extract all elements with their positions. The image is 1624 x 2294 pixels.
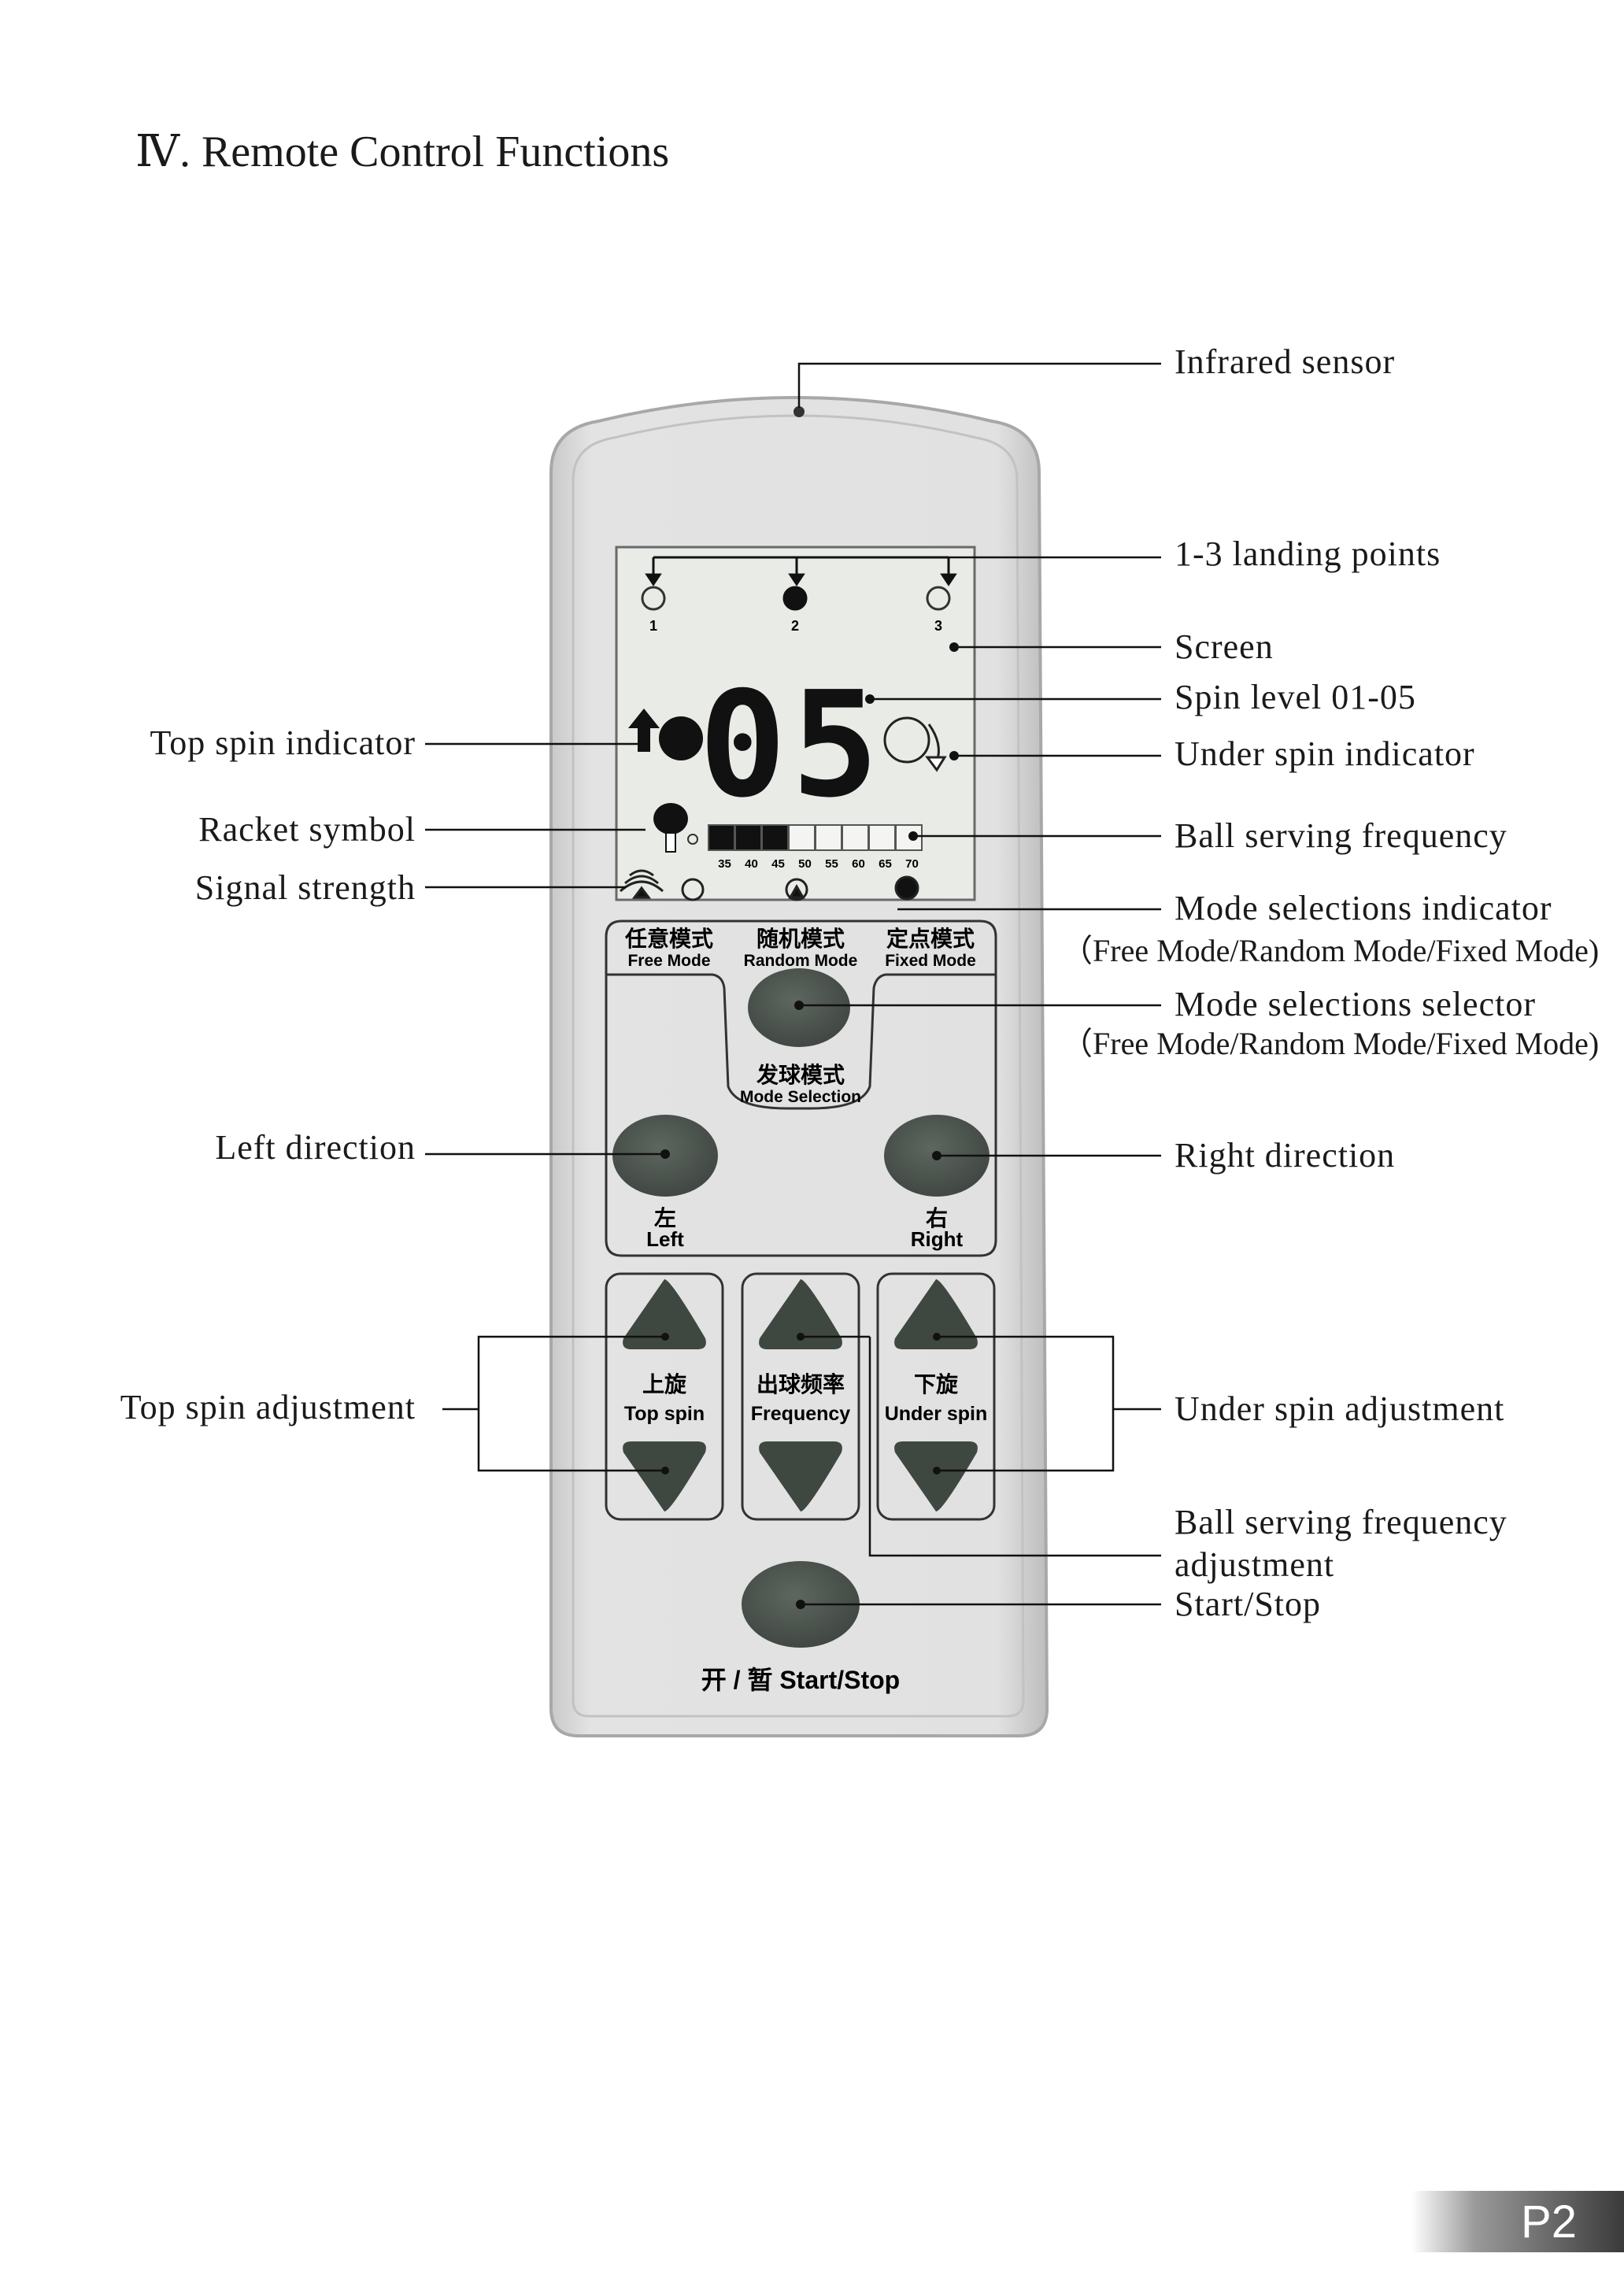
top-spin-cn: 上旋 xyxy=(642,1372,686,1397)
frequency-tick-label: 40 xyxy=(745,857,758,871)
top-spin-up-button[interactable] xyxy=(623,1279,706,1349)
frequency-cn: 出球频率 xyxy=(757,1371,845,1397)
under-spin-indicator-icon xyxy=(883,716,947,772)
mode-free-en: Free Mode xyxy=(627,952,710,970)
callout-mode-selector: Mode selections selector xyxy=(1175,985,1536,1023)
under-spin-up-button[interactable] xyxy=(894,1279,978,1349)
start-stop-label: 开 / 暂 Start/Stop xyxy=(701,1666,900,1694)
frequency-tick-label: 45 xyxy=(771,857,785,871)
frequency-segment xyxy=(868,824,896,851)
callout-spin-level: Spin level 01-05 xyxy=(1175,678,1416,716)
callout-mode-selector-sub: （Free Mode/Random Mode/Fixed Mode) xyxy=(1061,1026,1600,1061)
mode-fixed-cn: 定点模式 xyxy=(886,926,975,951)
under-spin-down-button[interactable] xyxy=(894,1441,978,1511)
callout-frequency-adjustment-line1: Ball serving frequency xyxy=(1175,1503,1507,1541)
spin-level-digits: 05 xyxy=(699,660,884,830)
left-en: Left xyxy=(646,1227,684,1251)
mode-selection-en: Mode Selection xyxy=(740,1088,861,1106)
mode-free-cn: 任意模式 xyxy=(624,926,713,951)
frequency-tick-label: 70 xyxy=(905,857,919,871)
landing-point-1: 1 xyxy=(649,618,657,634)
frequency-tick-label: 65 xyxy=(879,857,892,871)
callout-left-direction: Left direction xyxy=(215,1128,416,1167)
callout-under-spin-adjustment: Under spin adjustment xyxy=(1175,1389,1505,1428)
callout-screen: Screen xyxy=(1175,627,1274,666)
frequency-segment xyxy=(761,824,789,851)
mode-fixed-en: Fixed Mode xyxy=(885,952,976,970)
right-en: Right xyxy=(911,1227,964,1251)
top-spin-down-button[interactable] xyxy=(623,1441,706,1511)
callout-ball-serving-frequency: Ball serving frequency xyxy=(1175,816,1507,855)
page-title: Ⅳ. Remote Control Functions xyxy=(135,128,670,176)
callout-landing-points: 1-3 landing points xyxy=(1175,535,1441,573)
frequency-tick-label: 60 xyxy=(852,857,865,871)
callout-infrared-sensor: Infrared sensor xyxy=(1175,342,1396,381)
callout-under-spin-indicator: Under spin indicator xyxy=(1175,734,1475,773)
frequency-segment xyxy=(788,824,816,851)
under-spin-cn: 下旋 xyxy=(914,1372,958,1397)
top-spin-en: Top spin xyxy=(624,1403,705,1425)
page-number: P2 xyxy=(1521,2196,1577,2248)
mode-indicator-icons xyxy=(681,875,919,901)
landing-point-3: 3 xyxy=(934,618,942,634)
frequency-segment xyxy=(734,824,762,851)
mode-random-en: Random Mode xyxy=(744,952,858,970)
callout-signal-strength: Signal strength xyxy=(194,868,416,907)
racket-icon xyxy=(653,803,698,853)
right-cn: 右 xyxy=(926,1206,948,1230)
callout-frequency-adjustment-line2: adjustment xyxy=(1175,1545,1335,1584)
callout-mode-indicator-sub: （Free Mode/Random Mode/Fixed Mode) xyxy=(1061,933,1600,968)
callout-right-direction: Right direction xyxy=(1175,1136,1396,1175)
frequency-tick-label: 55 xyxy=(825,857,838,871)
frequency-segment xyxy=(708,824,735,851)
frequency-en: Frequency xyxy=(751,1403,851,1425)
top-spin-indicator-icon xyxy=(628,709,703,760)
under-spin-en: Under spin xyxy=(885,1403,988,1425)
callout-racket-symbol: Racket symbol xyxy=(198,810,416,849)
left-cn: 左 xyxy=(654,1206,676,1230)
frequency-up-button[interactable] xyxy=(759,1279,842,1349)
frequency-segment xyxy=(815,824,842,851)
frequency-bar: 35 40 45 50 55 60 65 70 xyxy=(708,824,923,871)
callout-mode-indicator: Mode selections indicator xyxy=(1175,889,1552,927)
frequency-tick-label: 50 xyxy=(798,857,812,871)
callout-start-stop: Start/Stop xyxy=(1175,1585,1322,1623)
mode-random-cn: 随机模式 xyxy=(757,927,845,951)
frequency-segment xyxy=(842,824,869,851)
infrared-sensor xyxy=(794,406,805,417)
frequency-down-button[interactable] xyxy=(759,1441,842,1511)
mode-selection-cn: 发球模式 xyxy=(756,1062,845,1087)
callout-top-spin-adjustment: Top spin adjustment xyxy=(120,1388,416,1426)
page-number-badge: P2 xyxy=(1411,2191,1624,2252)
callout-top-spin-indicator: Top spin indicator xyxy=(150,723,416,762)
frequency-tick-label: 35 xyxy=(718,857,731,871)
landing-point-2: 2 xyxy=(791,618,799,634)
leader-lines xyxy=(425,362,1161,1606)
